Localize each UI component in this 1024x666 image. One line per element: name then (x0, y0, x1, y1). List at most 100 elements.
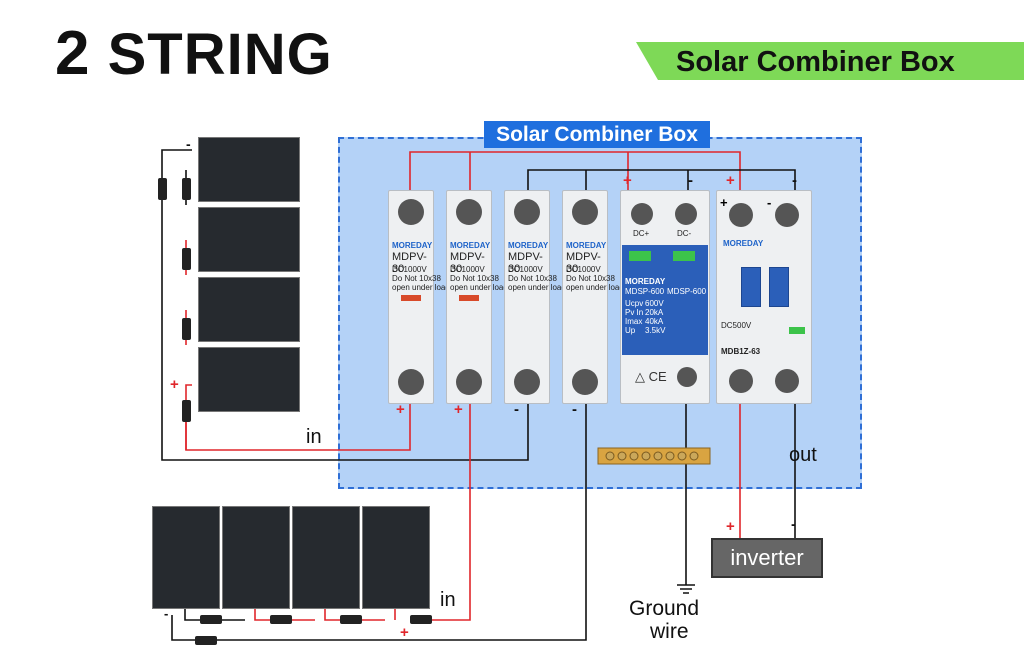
status-window (789, 327, 805, 334)
title-word: STRING (107, 22, 333, 87)
spd-spec-value: 3.5kV (645, 326, 666, 335)
fuse-brand: MOREDAY (566, 241, 607, 250)
status-window (629, 251, 651, 261)
solar-panel (362, 506, 430, 609)
fuse-spec: DC1000V (508, 265, 543, 274)
terminal-screw (775, 369, 799, 393)
ground-label: wire (650, 620, 689, 643)
terminal-screw (514, 369, 540, 395)
solar-panel (152, 506, 220, 609)
fuse-holder-4: MOREDAY MDPV-30 DC1000V Do Not 10x38 ope… (562, 190, 624, 404)
terminal-screw (729, 203, 753, 227)
fuse-spec: Do Not 10x38 (566, 274, 615, 283)
status-window (673, 251, 695, 261)
breaker-top-sign: - (792, 172, 797, 189)
panel-negative-sign: - (164, 606, 169, 621)
terminal-screw (677, 367, 697, 387)
spd-terminal-label: DC- (677, 229, 692, 238)
fuse-spec: open under load (450, 283, 508, 292)
fuse-bottom-sign: - (514, 401, 519, 418)
solar-panel (198, 347, 300, 412)
fuse-spec: open under load (566, 283, 624, 292)
fuse-model: MDPV-30 (392, 251, 427, 275)
spd-spec-name: Up (625, 326, 636, 335)
spd-spec-name: Ucpv (625, 299, 644, 308)
spd-spec-value: 600V (645, 299, 664, 308)
fuse-model: MDPV-30 (566, 251, 601, 275)
surge-protector: DC+ DC- MOREDAY MDSP-600 MDSP-600 Ucpv 6… (620, 190, 710, 404)
breaker-toggle (741, 267, 761, 307)
solar-panel (292, 506, 360, 609)
in-label-bottom: in (440, 589, 456, 611)
solar-panel (198, 207, 300, 272)
panel-positive-sign: + (170, 376, 179, 393)
breaker-terminal-sign: + (720, 195, 728, 210)
terminal-screw (675, 203, 697, 225)
spd-spec-value: 40kA (645, 317, 664, 326)
spd-spec-name: Imax (625, 317, 643, 326)
fuse-bottom-sign: + (454, 401, 463, 418)
fuse-brand: MOREDAY (508, 241, 549, 250)
combiner-box-label: Solar Combiner Box (484, 121, 710, 148)
spd-top-sign: + (623, 172, 632, 189)
fuse-holder-1: MOREDAY MDPV-30 DC1000V Do Not 10x38 ope… (388, 190, 450, 404)
inverter-negative-sign: - (791, 516, 796, 533)
ground-label: Ground (629, 597, 700, 620)
panel-negative-sign: - (186, 136, 191, 152)
spd-spec-value: 20kA (645, 308, 664, 317)
terminal-screw (456, 199, 482, 225)
spd-spec-name: Pv In (625, 308, 644, 317)
page-title: 2 STRING (55, 18, 333, 89)
title-number: 2 (55, 19, 91, 88)
fuse-spec: Do Not 10x38 (508, 274, 557, 283)
breaker-model: MDB1Z-63 (721, 347, 761, 356)
fuse-model: MDPV-30 (450, 251, 485, 275)
spd-top-sign: - (688, 172, 693, 189)
fuse-spec: Do Not 10x38 (450, 274, 499, 283)
fuse-spec: open under load (508, 283, 566, 292)
spd-terminal-label: DC+ (633, 229, 650, 238)
terminal-screw (729, 369, 753, 393)
fuse-spec: open under load (392, 283, 450, 292)
solar-panel (198, 137, 300, 202)
solar-panel (198, 277, 300, 342)
banner-text: Solar Combiner Box (676, 46, 955, 78)
indicator-light (401, 295, 421, 301)
terminal-screw (514, 199, 540, 225)
fuse-brand: MOREDAY (450, 241, 491, 250)
terminal-screw (456, 369, 482, 395)
fuse-bottom-sign: + (396, 401, 405, 418)
dc-breaker: + - MOREDAY DC500V MDB1Z-63 (716, 190, 812, 404)
out-label: out (789, 444, 817, 466)
spd-module (622, 245, 708, 355)
fuse-spec: DC1000V (392, 265, 427, 274)
terminal-screw (398, 199, 424, 225)
title-banner (636, 42, 1024, 80)
fuse-model: MDPV-30 (508, 251, 543, 275)
spd-model: MDSP-600 (625, 287, 665, 296)
terminal-screw (572, 369, 598, 395)
ce-mark-icon: △ CE (635, 369, 667, 384)
indicator-light (459, 295, 479, 301)
breaker-toggle (769, 267, 789, 307)
fuse-brand: MOREDAY (392, 241, 433, 250)
breaker-terminal-sign: - (767, 195, 772, 210)
solar-panel (222, 506, 290, 609)
terminal-screw (398, 369, 424, 395)
inverter-box: inverter (711, 538, 823, 578)
fuse-holder-2: MOREDAY MDPV-30 DC1000V Do Not 10x38 ope… (446, 190, 508, 404)
fuse-spec: DC1000V (450, 265, 485, 274)
terminal-screw (631, 203, 653, 225)
panel-positive-sign: + (400, 624, 409, 641)
terminal-screw (775, 203, 799, 227)
fuse-spec: Do Not 10x38 (392, 274, 441, 283)
terminal-screw (572, 199, 598, 225)
fuse-holder-3: MOREDAY MDPV-30 DC1000V Do Not 10x38 ope… (504, 190, 566, 404)
spd-model: MDSP-600 (667, 287, 707, 296)
fuse-spec: DC1000V (566, 265, 601, 274)
breaker-spec: DC500V (721, 321, 752, 330)
spd-brand: MOREDAY (625, 277, 666, 286)
breaker-top-sign: + (726, 172, 735, 189)
fuse-bottom-sign: - (572, 401, 577, 418)
breaker-brand: MOREDAY (723, 239, 764, 248)
